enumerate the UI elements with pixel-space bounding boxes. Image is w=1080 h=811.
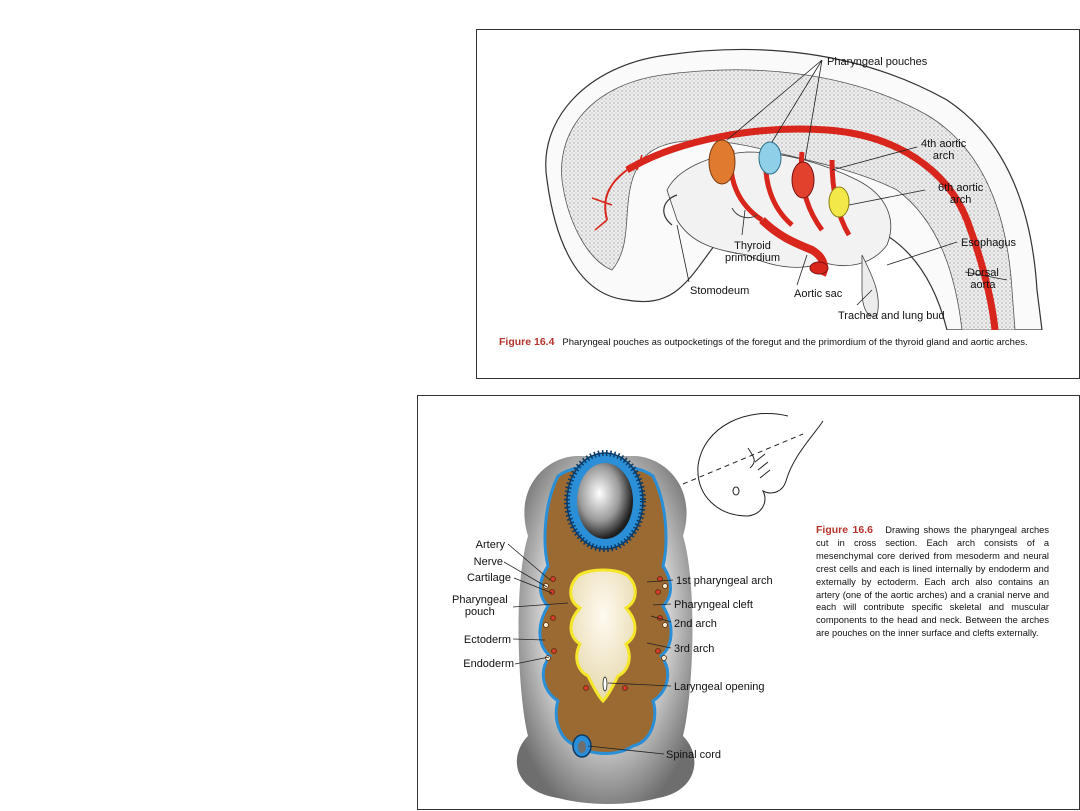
pouch-orange	[708, 139, 736, 185]
thyroid-primordium	[731, 207, 758, 219]
arch-structures	[543, 576, 668, 691]
label-nerve: Nerve	[473, 556, 503, 568]
label-4th-aortic-arch: 4th aortic arch	[921, 138, 967, 162]
laryngeal-opening	[602, 676, 608, 692]
label-aortic-sac: Aortic sac	[794, 288, 843, 300]
label-trachea-lung-bud: Trachea and lung bud	[838, 310, 945, 322]
label-laryngeal-opening: Laryngeal opening	[674, 681, 765, 693]
dorsal-aorta-vessel	[625, 125, 999, 330]
label-pharyngeal-pouch: Pharyngeal pouch	[452, 594, 508, 618]
pouch-red	[791, 161, 815, 199]
label-6th-aortic-arch: 6th aortic arch	[938, 182, 984, 206]
caption-text: Drawing shows the pharyngeal arches cut …	[816, 525, 1049, 639]
embryo-sketch	[682, 412, 824, 517]
label-spinal-cord: Spinal cord	[666, 749, 722, 761]
label-cartilage: Cartilage	[466, 572, 511, 584]
figure-number: Figure 16.4	[499, 336, 555, 348]
trachea-lung-bud	[861, 254, 879, 317]
pharyngeal-arches-cross-section	[503, 412, 824, 804]
label-thyroid-primordium: Thyroid primordium	[725, 240, 781, 264]
embryo-sagittal-diagram	[545, 48, 1043, 330]
label-artery: Artery	[475, 539, 505, 551]
figure-16-6-caption: Figure 16.6 Drawing shows the pharyngeal…	[816, 524, 1049, 640]
figure-16-4-caption: Figure 16.4 Pharyngeal pouches as outpoc…	[499, 336, 1069, 349]
label-pharyngeal-cleft: Pharyngeal cleft	[674, 599, 753, 611]
label-3rd-arch: 3rd arch	[674, 643, 715, 655]
label-pharyngeal-pouches: Pharyngeal pouches	[827, 56, 928, 68]
label-1st-pharyngeal-arch: 1st pharyngeal arch	[676, 575, 773, 587]
figure-16-6-panel: Artery Nerve Cartilage Pharyngeal pouch …	[417, 395, 1080, 810]
stomodeum	[663, 194, 678, 226]
label-esophagus: Esophagus	[961, 237, 1017, 249]
neural-tissue	[561, 69, 1016, 330]
label-2nd-arch: 2nd arch	[674, 618, 717, 630]
pouch-blue	[758, 141, 782, 175]
label-endoderm: Endoderm	[463, 658, 514, 670]
label-ectoderm: Ectoderm	[463, 634, 511, 646]
pouch-yellow	[828, 186, 850, 218]
label-stomodeum: Stomodeum	[690, 285, 750, 297]
figure-number: Figure 16.6	[816, 524, 873, 536]
pharynx	[569, 568, 637, 704]
figure-16-4-panel: Pharyngeal pouches 4th aortic arch 6th a…	[476, 29, 1080, 379]
caption-text: Pharyngeal pouches as outpocketings of t…	[562, 337, 1028, 348]
label-dorsal-aorta: Dorsal aorta	[967, 267, 999, 291]
